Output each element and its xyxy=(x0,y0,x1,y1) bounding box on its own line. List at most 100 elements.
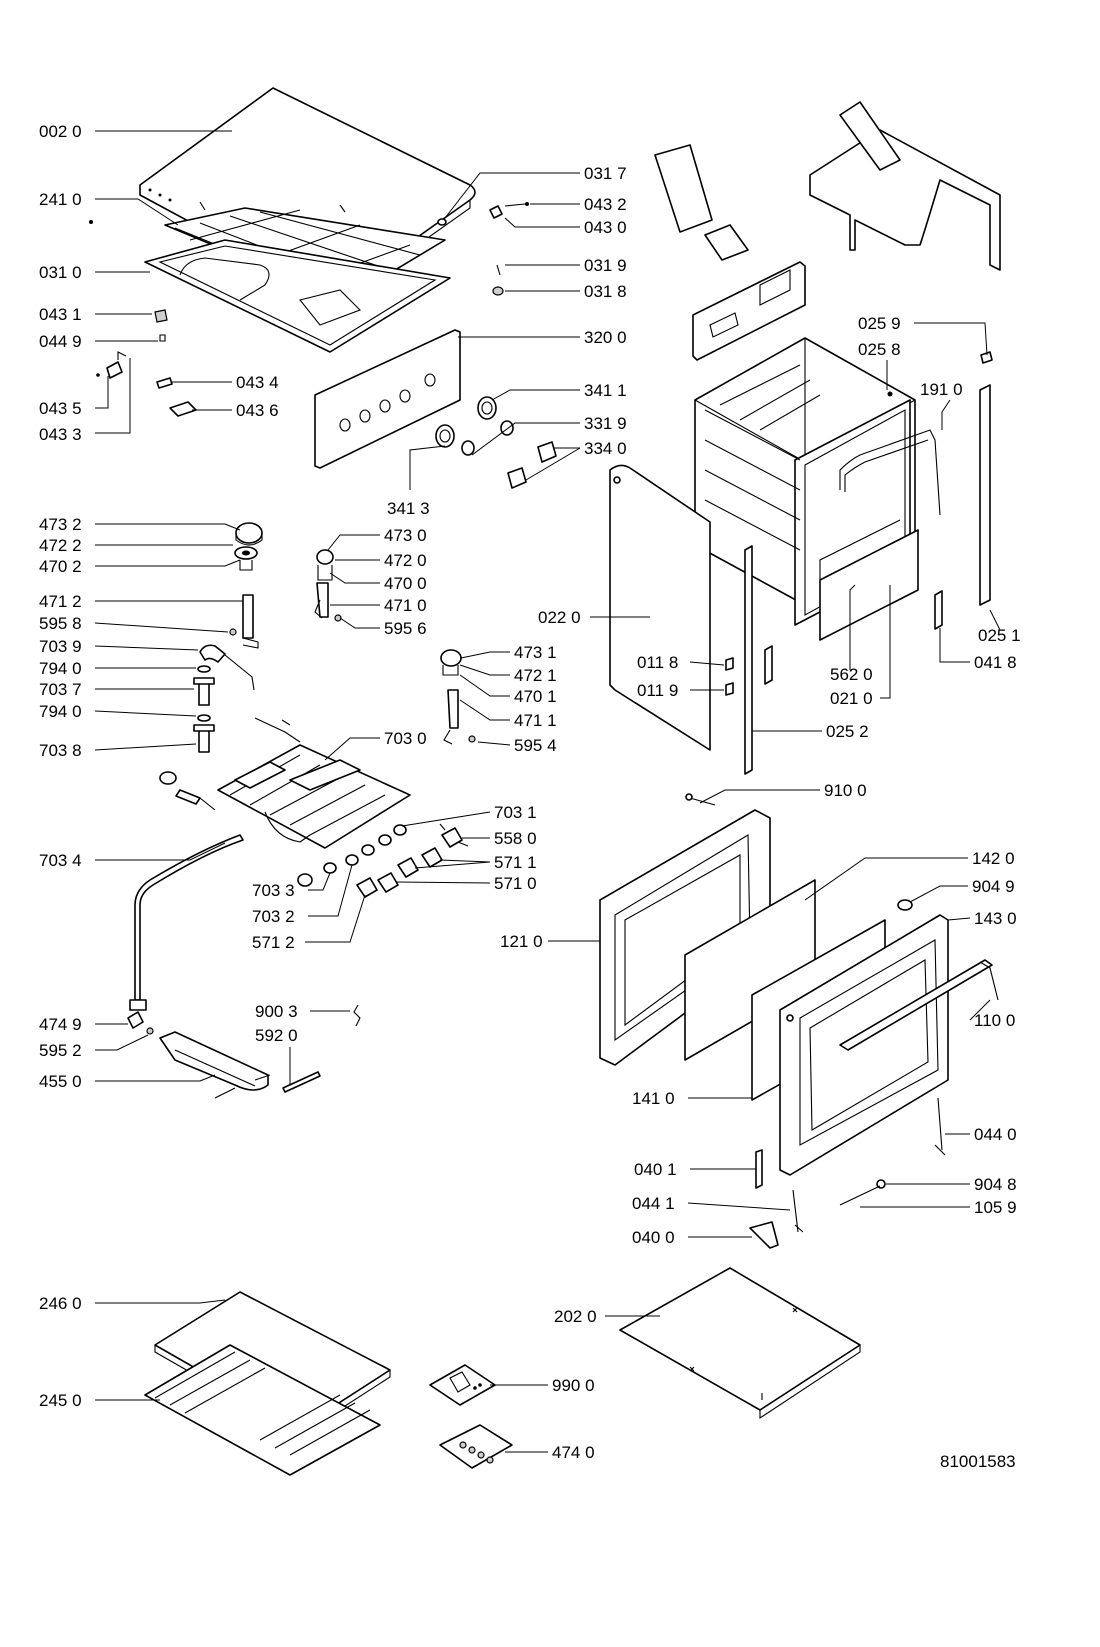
oven-heating-element xyxy=(839,429,941,516)
label-041-8: 041 8 xyxy=(974,653,1017,672)
label-043-5: 043 5 xyxy=(39,399,82,418)
drawing-number: 81001583 xyxy=(940,1452,1016,1471)
label-141-0: 141 0 xyxy=(632,1089,675,1108)
side-panel xyxy=(609,464,711,751)
label-703-4: 703 4 xyxy=(39,851,82,870)
label-703-1: 703 1 xyxy=(494,803,537,822)
label-043-6: 043 6 xyxy=(236,401,279,420)
control-panel xyxy=(314,329,461,469)
label-202-0: 202 0 xyxy=(554,1307,597,1326)
label-472-1: 472 1 xyxy=(514,666,557,685)
label-595-6: 595 6 xyxy=(384,619,427,638)
label-471-1: 471 1 xyxy=(514,711,557,730)
label-472-2: 472 2 xyxy=(39,536,82,555)
label-910-0: 910 0 xyxy=(824,781,867,800)
label-474-9: 474 9 xyxy=(39,1015,82,1034)
part-labels: 002 0 241 0 031 0 043 1 044 9 043 4 043 … xyxy=(39,122,1021,1471)
label-471-0: 471 0 xyxy=(384,596,427,615)
label-002-0: 002 0 xyxy=(39,122,82,141)
leader-lines xyxy=(94,130,1001,1453)
label-043-3: 043 3 xyxy=(39,425,82,444)
label-703-0: 703 0 xyxy=(384,729,427,748)
label-571-1: 571 1 xyxy=(494,853,537,872)
label-245-0: 245 0 xyxy=(39,1391,82,1410)
drawer xyxy=(725,519,943,775)
label-794-0-b: 794 0 xyxy=(39,702,82,721)
label-558-0: 558 0 xyxy=(494,829,537,848)
label-794-0-a: 794 0 xyxy=(39,659,82,678)
burner-tray xyxy=(144,239,451,353)
label-990-0: 990 0 xyxy=(552,1376,595,1395)
label-703-3: 703 3 xyxy=(252,881,295,900)
label-021-0: 021 0 xyxy=(830,689,873,708)
label-595-8: 595 8 xyxy=(39,614,82,633)
label-044-9: 044 9 xyxy=(39,332,82,351)
label-040-1: 040 1 xyxy=(634,1160,677,1179)
label-044-1: 044 1 xyxy=(632,1194,675,1213)
label-470-1: 470 1 xyxy=(514,687,557,706)
oven-burner xyxy=(127,1004,361,1099)
label-900-3: 900 3 xyxy=(255,1002,298,1021)
label-571-2: 571 2 xyxy=(252,933,295,952)
label-025-9: 025 9 xyxy=(858,314,901,333)
door-handle xyxy=(839,959,999,1051)
door-pin xyxy=(685,793,716,806)
side-rail-right xyxy=(887,351,993,606)
label-471-2: 471 2 xyxy=(39,592,82,611)
label-110-0: 110 0 xyxy=(974,1011,1015,1030)
label-241-0: 241 0 xyxy=(39,190,82,209)
label-473-0: 473 0 xyxy=(384,526,427,545)
label-022-0: 022 0 xyxy=(538,608,581,627)
injector-tubes xyxy=(193,594,476,753)
label-334-0: 334 0 xyxy=(584,439,627,458)
small-clip-parts xyxy=(89,201,346,417)
label-025-8: 025 8 xyxy=(858,340,901,359)
label-703-8: 703 8 xyxy=(39,741,82,760)
label-043-1: 043 1 xyxy=(39,305,82,324)
small-parts-bag xyxy=(429,1364,496,1406)
label-455-0: 455 0 xyxy=(39,1072,82,1091)
label-703-2: 703 2 xyxy=(252,907,295,926)
label-562-0: 562 0 xyxy=(830,665,873,684)
label-470-2: 470 2 xyxy=(39,557,82,576)
label-341-1: 341 1 xyxy=(584,381,627,400)
label-595-4: 595 4 xyxy=(514,736,557,755)
injector-kit-bag xyxy=(439,1424,513,1469)
label-043-4: 043 4 xyxy=(236,373,279,392)
label-341-3: 341 3 xyxy=(387,499,430,518)
top-cover-back xyxy=(654,101,1001,271)
label-011-8: 011 8 xyxy=(637,653,678,672)
label-025-2: 025 2 xyxy=(826,722,869,741)
gas-valves xyxy=(297,823,469,898)
label-031-0: 031 0 xyxy=(39,263,82,282)
label-320-0: 320 0 xyxy=(584,328,627,347)
label-031-9: 031 9 xyxy=(584,256,627,275)
label-470-0: 470 0 xyxy=(384,574,427,593)
door-hinges xyxy=(749,899,946,1249)
grill-rack xyxy=(144,1344,381,1476)
gas-pipe xyxy=(129,834,244,1011)
gas-manifold xyxy=(159,717,411,849)
label-025-1: 025 1 xyxy=(978,626,1021,645)
label-031-8: 031 8 xyxy=(584,282,627,301)
label-143-0: 143 0 xyxy=(974,909,1017,928)
label-904-8: 904 8 xyxy=(974,1175,1017,1194)
label-043-2: 043 2 xyxy=(584,195,627,214)
label-472-0: 472 0 xyxy=(384,551,427,570)
rear-panel xyxy=(692,261,806,361)
bottom-plate xyxy=(619,1267,861,1420)
label-474-0: 474 0 xyxy=(552,1443,595,1462)
label-331-9: 331 9 xyxy=(584,414,627,433)
label-011-9: 011 9 xyxy=(637,681,678,700)
label-703-7: 703 7 xyxy=(39,680,82,699)
burner-caps xyxy=(234,522,462,745)
label-246-0: 246 0 xyxy=(39,1294,82,1313)
label-592-0: 592 0 xyxy=(255,1026,298,1045)
label-121-0: 121 0 xyxy=(500,932,543,951)
label-044-0: 044 0 xyxy=(974,1125,1017,1144)
door-outer-panel xyxy=(779,914,949,1176)
label-105-9: 105 9 xyxy=(974,1198,1017,1217)
label-571-0: 571 0 xyxy=(494,874,537,893)
label-031-7: 031 7 xyxy=(584,164,627,183)
